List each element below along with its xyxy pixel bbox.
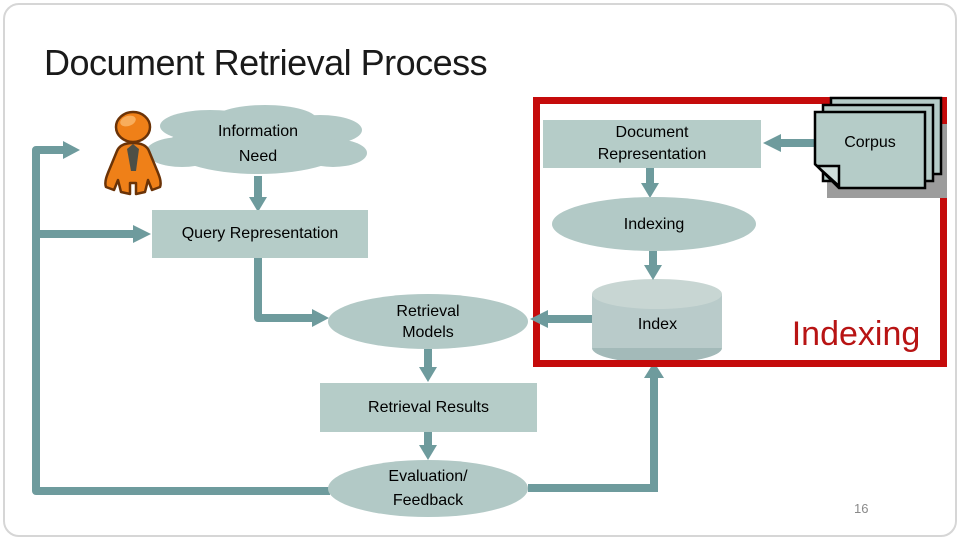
- arrowhead-docrep-to-indexing: [641, 183, 659, 198]
- arrowhead-index-to-models: [530, 310, 548, 328]
- arrowhead-evaluation-to-index: [644, 362, 664, 378]
- node-retrieval-results: Retrieval Results: [320, 383, 537, 432]
- indexing-highlight-border: [533, 97, 947, 367]
- arrowhead-need-to-query: [249, 197, 267, 212]
- arrowhead-indexing-to-index: [644, 265, 662, 280]
- node-evaluation-feedback: Evaluation/ Feedback: [328, 460, 528, 517]
- node-document-representation: Document Representation: [543, 120, 761, 168]
- feedback-loop-line: [32, 146, 330, 495]
- node-query-representation: Query Representation: [152, 210, 368, 258]
- arrowhead-models-to-results: [419, 367, 437, 382]
- arrow-query-to-models: [254, 258, 313, 322]
- information-need-label: Information Need: [217, 123, 299, 165]
- node-indexing: Indexing: [552, 197, 756, 251]
- indexing-callout-text: Indexing: [791, 315, 921, 353]
- index-database-cylinder: [592, 279, 722, 363]
- information-need-cloud: [146, 105, 367, 174]
- arrowhead-corpus-to-docrep: [763, 134, 781, 152]
- slide-title: Document Retrieval Process: [44, 42, 488, 83]
- arrowhead-results-to-evaluation: [419, 445, 437, 460]
- arrowhead-query-to-models: [312, 309, 329, 327]
- corpus-stack-icon: [813, 96, 947, 198]
- arrowhead-to-query-representation: [133, 225, 151, 243]
- corpus-label: Corpus: [844, 134, 896, 151]
- page-number: 16: [854, 501, 869, 516]
- index-label: Index: [637, 316, 678, 333]
- arrowhead-to-user: [63, 141, 80, 159]
- node-retrieval-models: Retrieval Models: [328, 294, 528, 349]
- person-icon: [104, 110, 162, 196]
- arrow-evaluation-to-index: [528, 377, 658, 492]
